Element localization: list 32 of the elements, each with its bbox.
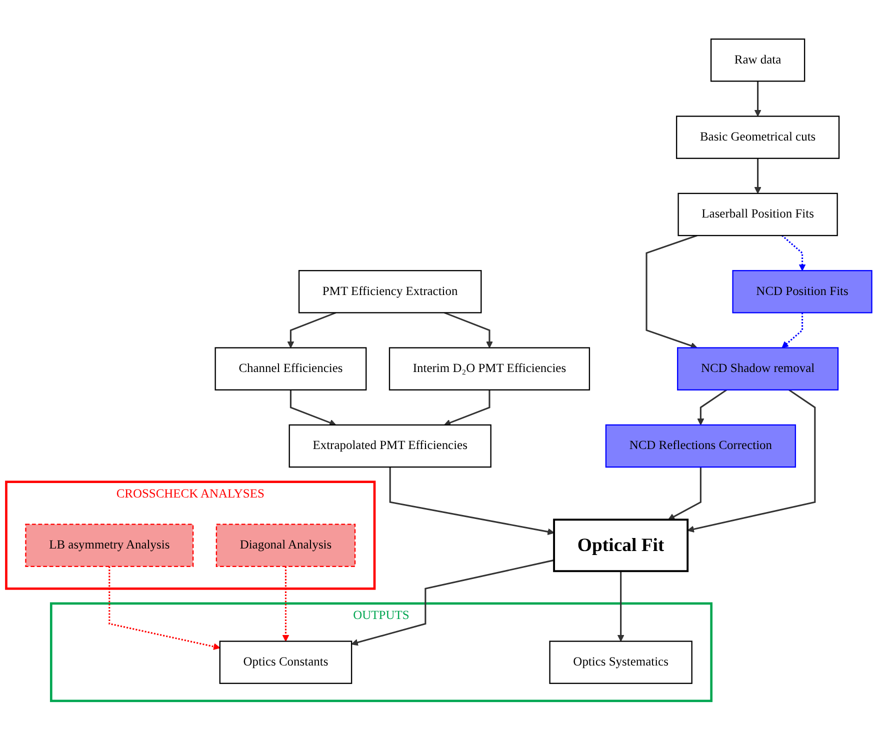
node-box: Channel Efficiencies: [214, 347, 367, 390]
node-box: Raw data: [710, 38, 806, 82]
arrow: [287, 312, 336, 348]
arrow: [782, 312, 804, 348]
node-box: NCD Shadow removal: [677, 347, 839, 390]
arrow: [754, 81, 762, 117]
arrow: [351, 559, 554, 646]
node-box: Optics Constants: [219, 640, 352, 684]
node-box: Laserball Position Fits: [678, 192, 838, 236]
node-box: NCD Reflections Correction: [605, 424, 796, 468]
arrow: [782, 234, 806, 271]
arrow: [668, 467, 702, 520]
node-box: NCD Position Fits: [732, 270, 872, 314]
arrow: [646, 234, 698, 349]
node-box: Extrapolated PMT Efficiencies: [288, 424, 492, 468]
node-box: Optics Systematics: [549, 640, 692, 684]
node-box: LB asymmetry Analysis: [25, 524, 194, 568]
node-box: Interim D₂O PMT Efficiencies: [388, 347, 590, 390]
node-box: PMT Efficiency Extraction: [298, 270, 482, 314]
arrow: [444, 390, 490, 426]
node-box: Basic Geometrical cuts: [676, 116, 840, 159]
arrow: [617, 571, 624, 642]
arrow: [108, 566, 220, 650]
arrow: [389, 467, 554, 536]
node-box: Optical Fit: [553, 518, 689, 572]
arrow: [290, 390, 336, 426]
arrow: [697, 389, 728, 426]
node-box: Diagonal Analysis: [216, 524, 356, 568]
arrow: [687, 389, 816, 532]
arrow: [444, 312, 493, 348]
arrow: [282, 566, 290, 642]
arrow: [754, 158, 762, 194]
